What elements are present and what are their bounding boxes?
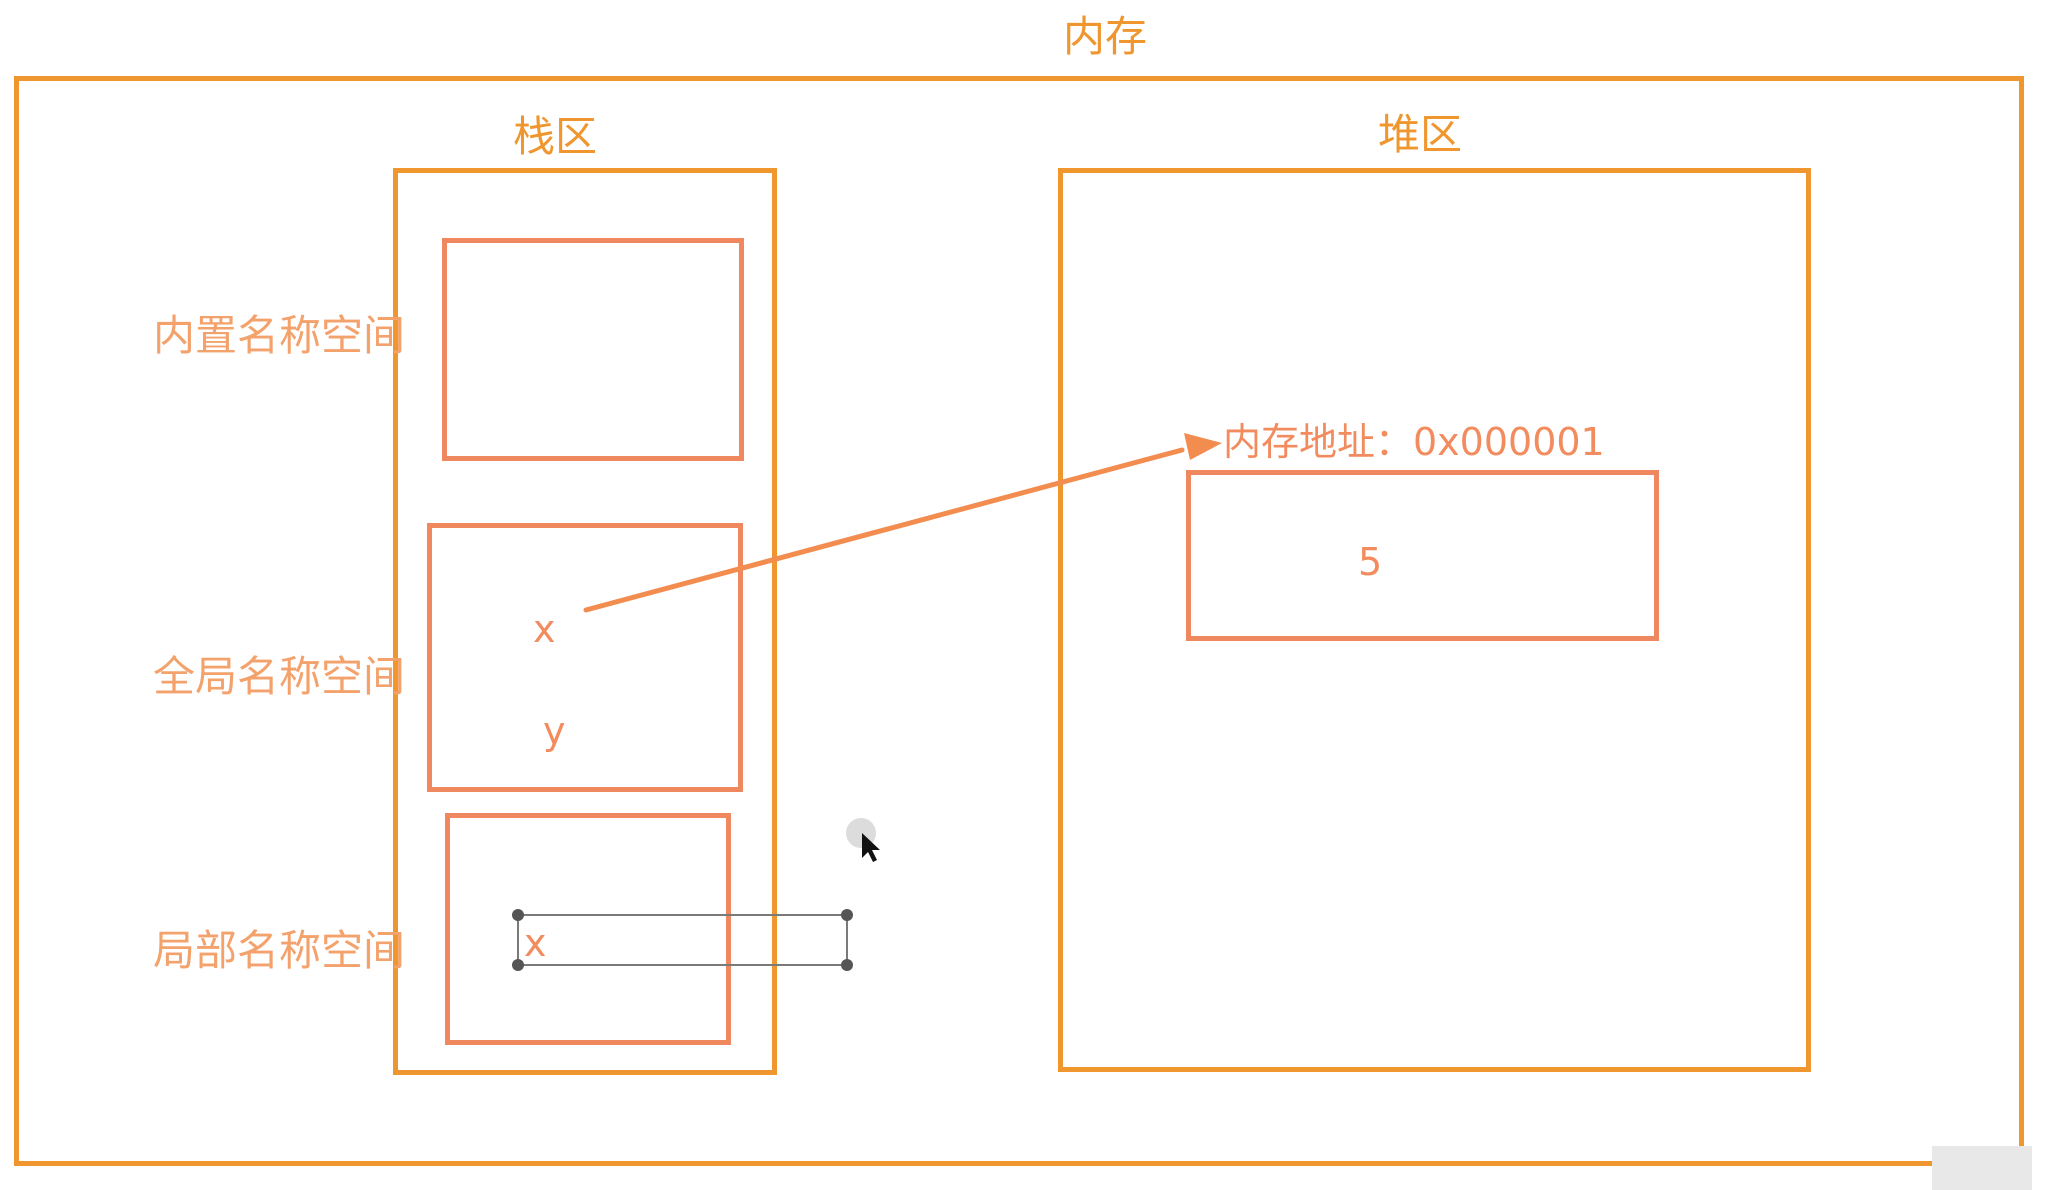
watermark-area [1932, 1146, 2032, 1190]
local-namespace-label: 局部名称空间 [153, 926, 406, 975]
resize-handle-bottom-right[interactable] [841, 959, 853, 971]
resize-handle-bottom-left[interactable] [512, 959, 524, 971]
memory-address-label: 内存地址：0x000001 [1223, 420, 1605, 464]
global-namespace-box [427, 523, 743, 792]
reference-arrow-line [583, 447, 1185, 613]
local-var-x: x [524, 921, 547, 965]
reference-arrow-head [1184, 433, 1222, 460]
builtin-namespace-box [442, 238, 744, 461]
resize-handle-top-left[interactable] [512, 909, 524, 921]
global-var-x: x [533, 607, 556, 651]
memory-title: 内存 [1063, 12, 1148, 61]
memory-frame [14, 76, 2024, 1166]
resize-handle-top-right[interactable] [841, 909, 853, 921]
heap-area [1058, 168, 1811, 1072]
heap-title: 堆区 [1378, 110, 1463, 159]
stack-title: 栈区 [513, 112, 598, 161]
heap-value: 5 [1358, 540, 1383, 584]
heap-value-box [1186, 470, 1659, 641]
global-namespace-label: 全局名称空间 [153, 652, 406, 701]
global-var-y: y [543, 709, 566, 753]
text-edit-box[interactable] [517, 914, 848, 966]
local-namespace-box [445, 813, 731, 1045]
builtin-namespace-label: 内置名称空间 [153, 311, 406, 360]
stack-area [393, 168, 777, 1075]
